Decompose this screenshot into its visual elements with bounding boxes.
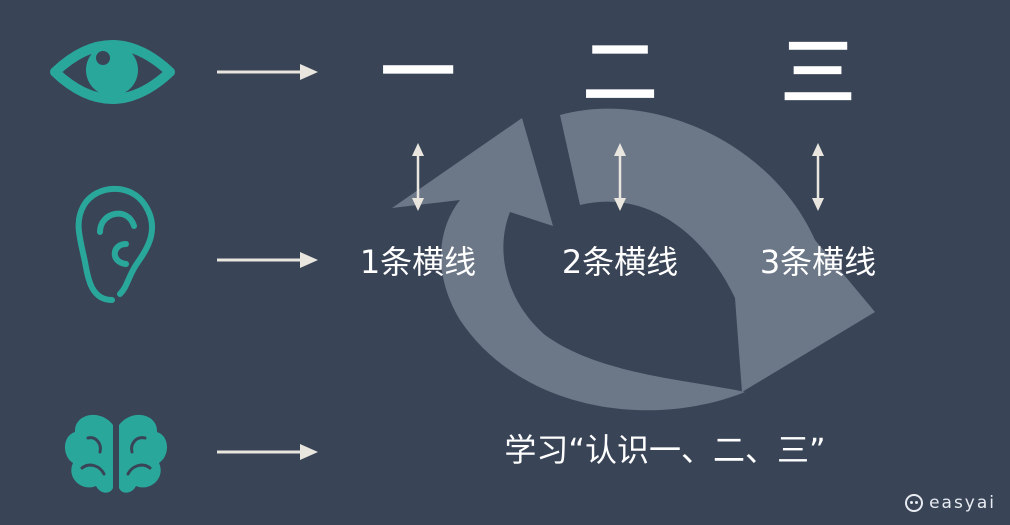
label-three-lines: 3条横线: [759, 243, 877, 281]
character-two: 二: [583, 30, 657, 116]
learning-text: 学习“认识一、二、三”: [504, 431, 826, 469]
brand-logo-text: easyai: [929, 493, 996, 513]
brand-logo: easyai: [905, 493, 996, 513]
label-two-lines: 2条横线: [561, 243, 679, 281]
easyai-logo-icon: [905, 494, 924, 512]
label-one-line: 1条横线: [359, 243, 477, 281]
character-one: 一: [381, 30, 455, 116]
character-three: 三: [781, 30, 855, 116]
